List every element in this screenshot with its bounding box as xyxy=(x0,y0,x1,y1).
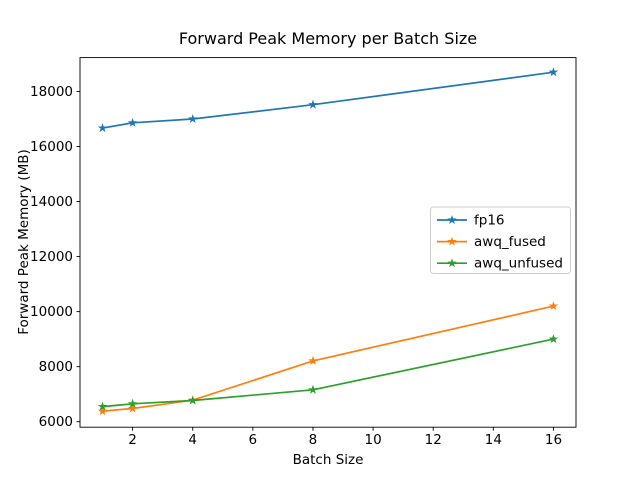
series-marker-awq_unfused xyxy=(308,384,318,394)
x-tick-label: 14 xyxy=(485,432,502,448)
chart-title: Forward Peak Memory per Batch Size xyxy=(178,29,478,48)
axes-frame xyxy=(79,57,577,428)
legend-label-fp16: fp16 xyxy=(474,213,505,229)
series-marker-awq_fused xyxy=(308,355,318,365)
series-marker-fp16 xyxy=(548,67,559,77)
x-axis-label: Batch Size xyxy=(292,452,364,468)
series-marker-awq_fused xyxy=(97,406,108,416)
y-tick-label: 14000 xyxy=(30,194,73,210)
series-marker-fp16 xyxy=(97,123,108,133)
legend-marker-awq_unfused xyxy=(447,258,457,268)
y-tick-label: 12000 xyxy=(30,249,73,265)
legend-marker-fp16 xyxy=(447,215,457,225)
y-tick-label: 18000 xyxy=(30,84,73,100)
x-tick-label: 12 xyxy=(425,432,442,448)
series-marker-awq_unfused xyxy=(97,401,108,411)
legend-box xyxy=(430,206,571,274)
y-tick-label: 6000 xyxy=(39,414,73,430)
y-tick-label: 10000 xyxy=(30,304,73,320)
series-marker-awq_fused xyxy=(127,403,138,413)
x-tick-label: 6 xyxy=(249,432,258,448)
series-marker-fp16 xyxy=(187,113,198,124)
x-tick-label: 10 xyxy=(364,432,381,448)
series-marker-fp16 xyxy=(308,99,318,109)
x-tick-label: 8 xyxy=(309,432,318,448)
series-line-fp16 xyxy=(101,71,555,129)
series-marker-awq_unfused xyxy=(127,398,138,408)
series-line-awq_unfused xyxy=(101,338,555,408)
series-marker-awq_unfused xyxy=(548,334,559,344)
series-marker-awq_fused xyxy=(548,301,559,311)
legend-marker-awq_fused xyxy=(447,236,457,246)
series-marker-awq_unfused xyxy=(187,395,198,405)
legend-label-awq_unfused: awq_unfused xyxy=(474,256,563,272)
x-tick-label: 2 xyxy=(128,432,137,448)
series-line-awq_fused xyxy=(101,305,555,413)
legend-label-awq_fused: awq_fused xyxy=(474,234,546,250)
x-tick-label: 16 xyxy=(545,432,562,448)
x-tick-label: 4 xyxy=(188,432,197,448)
series-marker-fp16 xyxy=(127,117,138,127)
y-tick-label: 16000 xyxy=(30,139,73,155)
y-tick-label: 8000 xyxy=(39,359,73,375)
